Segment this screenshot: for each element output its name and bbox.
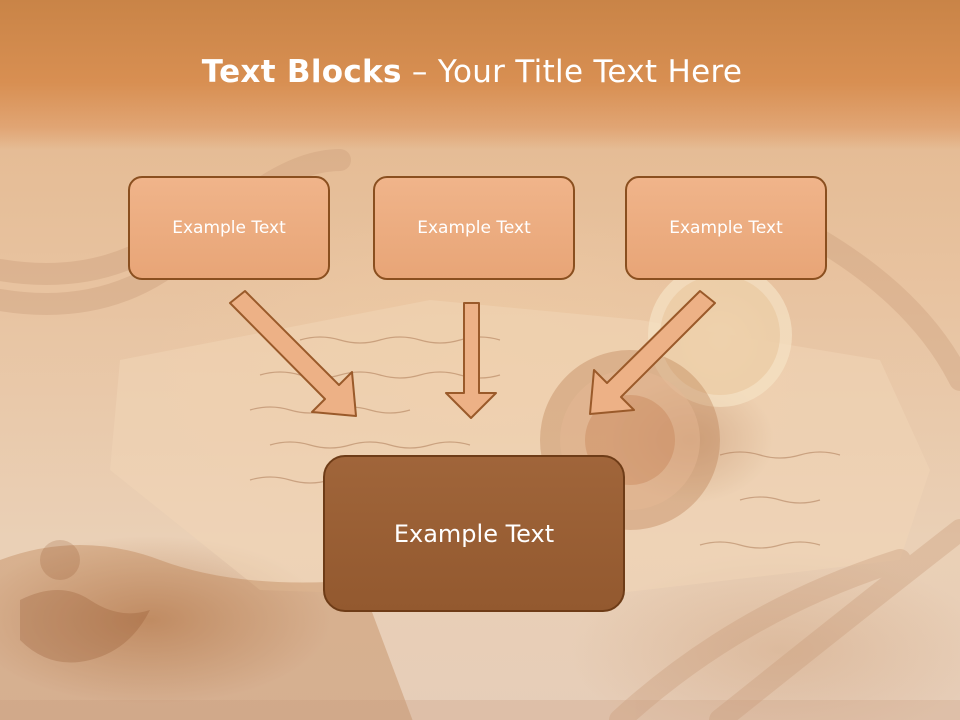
down-left-arrow-icon[interactable] bbox=[589, 290, 716, 415]
title-bar bbox=[0, 0, 960, 150]
title-separator: – bbox=[401, 54, 438, 90]
title-bold-text: Text Blocks bbox=[201, 54, 402, 90]
text-block-main[interactable]: Example Text bbox=[323, 455, 625, 612]
text-block-top-center[interactable]: Example Text bbox=[373, 176, 575, 280]
text-block-top-left[interactable]: Example Text bbox=[128, 176, 330, 280]
down-right-arrow-icon[interactable] bbox=[229, 290, 357, 417]
down-arrow-icon[interactable] bbox=[445, 302, 497, 419]
slide-title[interactable]: Text Blocks – Your Title Text Here bbox=[0, 54, 944, 90]
text-block-top-right[interactable]: Example Text bbox=[625, 176, 827, 280]
title-rest-text: Your Title Text Here bbox=[437, 54, 743, 90]
